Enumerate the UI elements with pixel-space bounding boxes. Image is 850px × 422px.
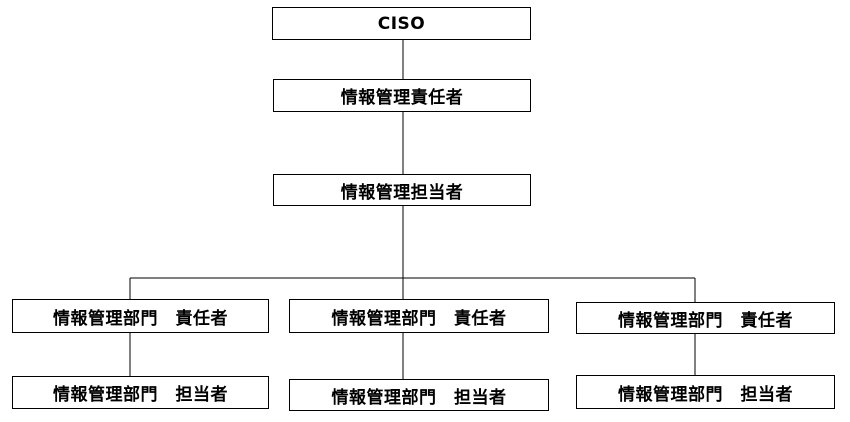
node-info-manager-responsible: 情報管理責任者 [273, 79, 531, 112]
node-dept1-responsible: 情報管理部門 責任者 [12, 299, 269, 333]
node-dept3-responsible: 情報管理部門 責任者 [576, 302, 835, 334]
node-info-manager-staff: 情報管理担当者 [273, 174, 531, 206]
node-dept1-staff: 情報管理部門 担当者 [12, 376, 269, 409]
node-dept2-responsible: 情報管理部門 責任者 [289, 299, 549, 333]
node-dept2-staff: 情報管理部門 担当者 [289, 379, 549, 411]
node-dept3-staff: 情報管理部門 担当者 [576, 375, 835, 409]
node-ciso: CISO [272, 7, 531, 40]
